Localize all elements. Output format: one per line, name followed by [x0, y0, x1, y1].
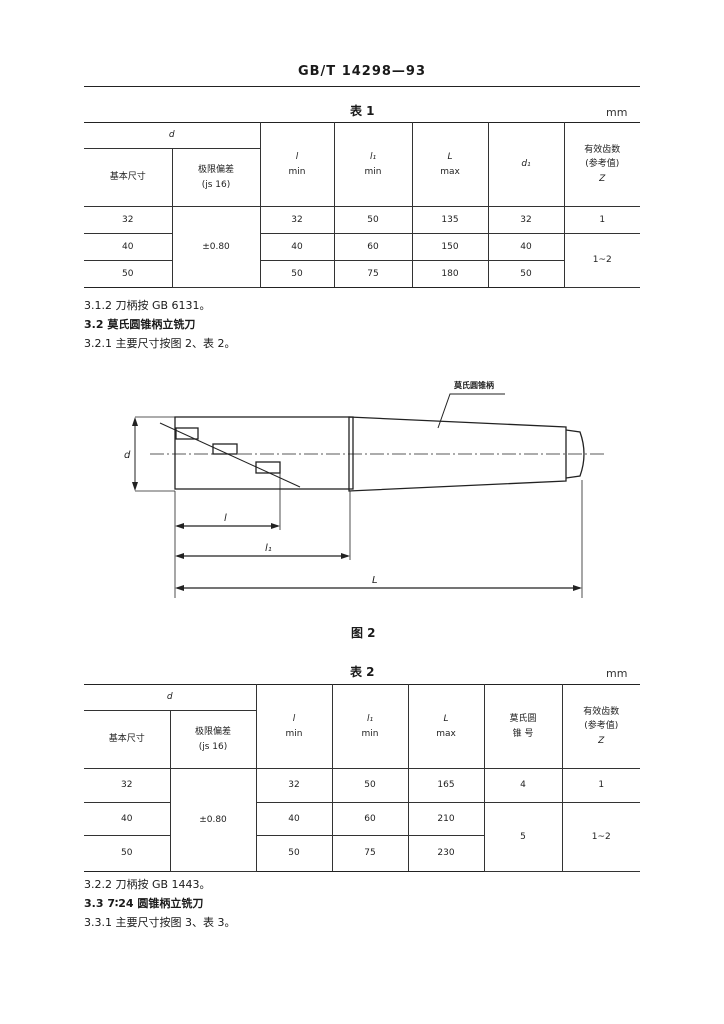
table2-cell: 1~2: [561, 802, 640, 872]
document-header: GB/T 14298—93: [297, 64, 427, 79]
table1-cell: 50: [259, 260, 335, 288]
table2-cell: 5: [483, 802, 563, 872]
label-l: l: [224, 513, 227, 524]
table2-caption: 表 2: [350, 665, 375, 679]
table2-cell: 32: [255, 768, 333, 803]
table2-cell: 50: [331, 768, 409, 803]
para-3-3: 3.3 7∶24 圆锥柄立铣刀: [84, 897, 204, 910]
table2-cell: 230: [407, 835, 485, 872]
para-3-1-2: 3.1.2 刀柄按 GB 6131。: [84, 299, 211, 312]
table2-cell: 50: [255, 835, 333, 872]
table2-cell: 50: [84, 835, 171, 872]
table1-header-d1: d₁: [487, 122, 565, 207]
table1-tol-value: ±0.80: [171, 206, 261, 288]
para-3-3-1: 3.3.1 主要尺寸按图 3、表 3。: [84, 916, 236, 929]
table1-header-basic: 基本尺寸: [84, 148, 173, 207]
table1-cell: 40: [84, 233, 173, 261]
table1-cell: 32: [259, 206, 335, 234]
label-L: L: [372, 575, 378, 586]
table1-header-z: 有效齿数(参考值)Z: [563, 122, 640, 207]
cutter-body: [174, 416, 354, 490]
table2-header-morse: 莫氏圆锥 号: [483, 684, 563, 769]
table2-cell: 40: [255, 802, 333, 836]
table2-header-tol: 极限偏差(js 16): [169, 710, 257, 769]
callout-leader: [437, 393, 505, 429]
table2-cell: 40: [84, 802, 171, 836]
table2-header-z: 有效齿数(参考值)Z: [561, 684, 640, 769]
tooth: [255, 461, 281, 474]
table2-cell: 75: [331, 835, 409, 872]
table1-cell: 32: [487, 206, 565, 234]
table2-cell: 1: [561, 768, 640, 803]
table2-header-d: d: [84, 684, 257, 711]
table1-cell: 1~2: [563, 233, 640, 288]
table1-cell: 40: [487, 233, 565, 261]
table1-cell: 150: [411, 233, 489, 261]
tooth: [175, 427, 199, 440]
table1-header-tol: 极限偏差(js 16): [171, 148, 261, 207]
table2-cell: 210: [407, 802, 485, 836]
table2-unit: mm: [606, 667, 628, 680]
table2-cell: 165: [407, 768, 485, 803]
shank-tang: [565, 429, 585, 479]
table1-cell: 1: [563, 206, 640, 234]
table1-cell: 32: [84, 206, 173, 234]
table1-cell: 60: [333, 233, 413, 261]
label-l1: l₁: [265, 543, 272, 554]
table1-cell: 40: [259, 233, 335, 261]
taper-shank: [348, 416, 567, 492]
para-3-2-2: 3.2.2 刀柄按 GB 1443。: [84, 878, 211, 891]
table1-header-d: d: [84, 122, 261, 149]
table1-cell: 180: [411, 260, 489, 288]
table1-cell: 50: [333, 206, 413, 234]
table1-cell: 135: [411, 206, 489, 234]
figure-2-drawing: d l l₁ L 莫氏圆锥柄: [124, 380, 605, 598]
table1-unit: mm: [606, 106, 628, 119]
table2-cell: 4: [483, 768, 563, 803]
table2-cell: 32: [84, 768, 171, 803]
label-d: d: [124, 450, 131, 461]
para-3-2-1: 3.2.1 主要尺寸按图 2、表 2。: [84, 337, 236, 350]
table1-cell: 50: [84, 260, 173, 288]
header-rule: [84, 86, 640, 87]
table2-header-basic: 基本尺寸: [84, 710, 171, 769]
label-callout: 莫氏圆锥柄: [453, 380, 494, 390]
table2-cell: 60: [331, 802, 409, 836]
helix-line: [159, 422, 301, 488]
table2-tol-value: ±0.80: [169, 768, 257, 872]
table1-cell: 50: [487, 260, 565, 288]
figure-2-caption: 图 2: [351, 626, 376, 640]
para-3-2: 3.2 莫氏圆锥柄立铣刀: [84, 318, 196, 331]
table1-caption: 表 1: [350, 104, 375, 118]
table1-cell: 75: [333, 260, 413, 288]
